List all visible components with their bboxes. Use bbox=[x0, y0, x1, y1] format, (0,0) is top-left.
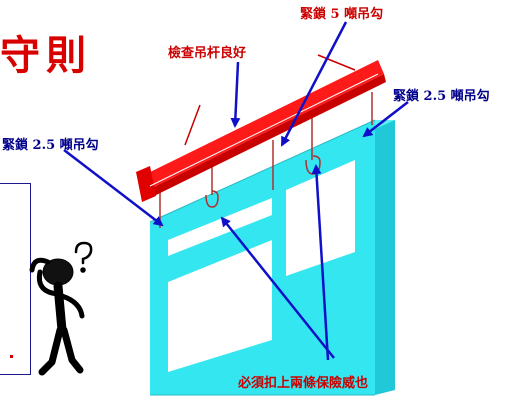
label-tighten-2-5-ton-hook-right: 緊鎖 2.5 噸吊勾 bbox=[393, 89, 490, 104]
label-tighten-2-5-ton-hook-left: 緊鎖 2.5 噸吊勾 bbox=[2, 138, 99, 153]
question-mark-icon bbox=[74, 241, 93, 273]
label-check-pole: 檢查吊杆良好 bbox=[168, 46, 247, 61]
bullet-dot bbox=[10, 355, 13, 358]
side-panel-box bbox=[0, 183, 31, 375]
callout-arrows bbox=[63, 21, 409, 361]
spreader-beam bbox=[136, 60, 386, 202]
panel-openings bbox=[168, 160, 355, 372]
label-tighten-5-ton-hook: 緊鎖 5 噸吊勾 bbox=[300, 7, 384, 22]
page-title: 守則 bbox=[0, 32, 92, 79]
thinking-figure-icon bbox=[29, 257, 85, 376]
red-pointer-lines bbox=[184, 54, 356, 146]
mesh-panel bbox=[149, 119, 395, 396]
label-safety-buckles: 必須扣上兩條保險威也 bbox=[238, 376, 369, 391]
